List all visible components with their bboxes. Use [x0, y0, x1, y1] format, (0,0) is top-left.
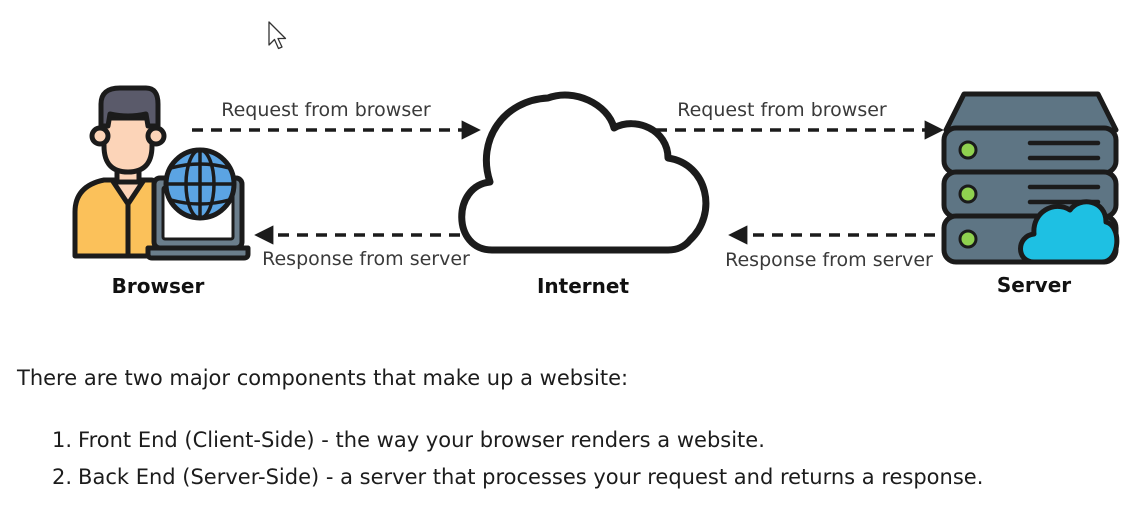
list-item: 2.Back End (Server-Side) - a server that… [52, 459, 983, 496]
list-item-number: 2. [52, 465, 73, 489]
user-laptop-globe-icon [72, 85, 251, 261]
edge-internet-to-browser: Response from server [254, 225, 470, 270]
edge-browser-to-internet: Request from browser [192, 99, 481, 140]
list-item: 1.Front End (Client-Side) - the way your… [52, 422, 983, 459]
list-item-number: 1. [52, 428, 73, 452]
list-item-text: Front End (Client-Side) - the way your b… [78, 428, 765, 452]
edge-internet-to-server: Request from browser [656, 99, 944, 140]
browser-label: Browser [112, 274, 205, 298]
intro-text: There are two major components that make… [17, 366, 629, 390]
browser-node: Browser [72, 85, 251, 298]
edge-label-response-1: Response from server [262, 248, 470, 270]
server-node: Server [941, 91, 1120, 297]
internet-label: Internet [537, 274, 629, 298]
edge-label-response-2: Response from server [725, 249, 933, 271]
edge-server-to-internet: Response from server [725, 225, 935, 271]
edge-label-request-1: Request from browser [221, 99, 431, 121]
mouse-pointer-icon [268, 21, 287, 50]
edge-label-request-2: Request from browser [677, 99, 887, 121]
list-item-text: Back End (Server-Side) - a server that p… [78, 465, 984, 489]
server-rack-cloud-icon [941, 91, 1120, 265]
server-label: Server [997, 273, 1071, 297]
cloud-icon [458, 91, 710, 254]
components-list: 1.Front End (Client-Side) - the way your… [52, 422, 983, 496]
internet-node: Internet [458, 91, 710, 298]
web-architecture-diagram: Browser Internet [72, 85, 1120, 298]
